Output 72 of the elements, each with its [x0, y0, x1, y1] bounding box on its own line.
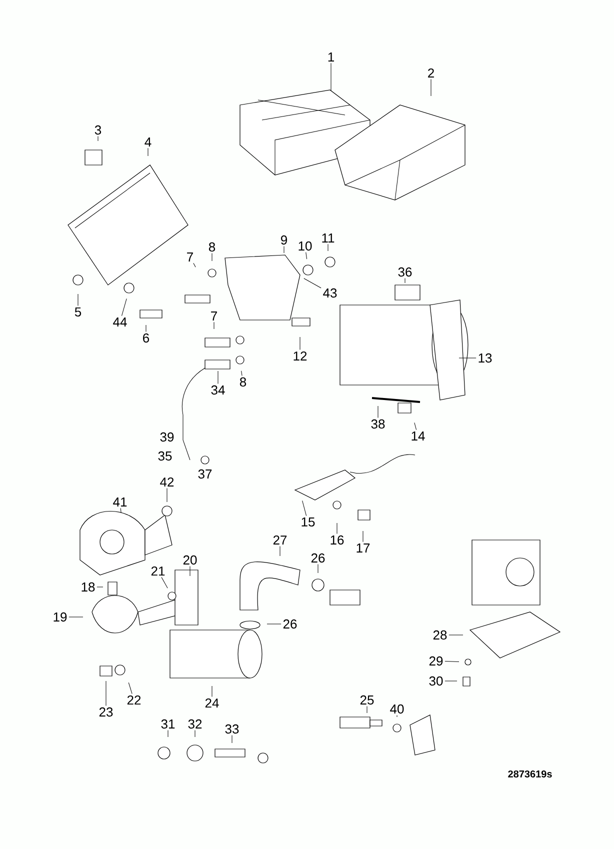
- callout-number: 38: [371, 419, 385, 429]
- callout-number: 34: [211, 385, 225, 395]
- callout-number: 26: [283, 619, 297, 629]
- callout-number: 5: [74, 307, 82, 317]
- leader-line: [194, 730, 196, 738]
- callout-number: 22: [127, 695, 141, 705]
- leader-line: [302, 500, 307, 516]
- leader-line: [330, 62, 332, 92]
- callout-number: 7: [187, 252, 193, 262]
- leader-line: [414, 422, 417, 430]
- callout-number: 4: [144, 138, 152, 146]
- callout-number: 11: [322, 234, 334, 242]
- leader-line: [122, 298, 127, 316]
- callout-number: 8: [240, 377, 246, 387]
- callout-number: 10: [298, 241, 312, 251]
- leader-line: [304, 278, 322, 288]
- leader-line: [241, 370, 242, 376]
- leader-line: [306, 252, 308, 260]
- callout-number: 8: [208, 242, 216, 252]
- callout-number: 37: [198, 469, 212, 479]
- leader-line: [444, 680, 458, 682]
- callout-number: 21: [151, 566, 165, 576]
- callout-number: 40: [390, 704, 404, 714]
- callout-number: 24: [205, 698, 219, 708]
- callout-number: 1: [328, 52, 334, 62]
- callout-number: 42: [160, 477, 174, 487]
- callout-number: 6: [143, 333, 150, 343]
- callout-number: 29: [429, 656, 443, 666]
- callout-number: 15: [302, 517, 315, 527]
- callout-number: 12: [294, 351, 307, 361]
- callout-number: 19: [54, 612, 67, 622]
- callout-number: 13: [478, 353, 492, 363]
- callout-number: 31: [161, 719, 175, 729]
- callout-number: 17: [356, 544, 370, 552]
- callout-number: 43: [323, 288, 337, 298]
- leader-line: [448, 634, 464, 636]
- callout-number: 7: [211, 312, 217, 320]
- callout-number: 23: [99, 707, 113, 717]
- callout-number: 25: [360, 695, 374, 705]
- callout-number: 9: [281, 235, 287, 245]
- leader-line: [362, 530, 364, 542]
- callout-number: 16: [330, 535, 344, 545]
- callout-number: 28: [433, 630, 447, 640]
- callout-number: 32: [188, 719, 202, 729]
- leader-line: [404, 278, 406, 284]
- callout-number: 27: [273, 535, 287, 545]
- leader-line: [166, 488, 168, 502]
- leader-line: [193, 262, 196, 268]
- leader-line: [128, 682, 132, 694]
- callout-number: 3: [94, 125, 102, 135]
- leader-line: [96, 586, 104, 588]
- callout-number: 44: [113, 318, 127, 326]
- callout-number: 36: [398, 267, 412, 277]
- leader-line: [68, 616, 84, 618]
- drawing-number: 2873619s: [508, 770, 552, 778]
- leader-line: [120, 508, 122, 514]
- leader-line: [396, 715, 398, 718]
- callout-number: 41: [113, 498, 127, 506]
- callout-number: 20: [183, 555, 197, 565]
- callout-number: 26: [311, 553, 325, 563]
- leader-line: [161, 576, 168, 588]
- leader-line: [444, 661, 460, 662]
- leader-line: [336, 522, 338, 534]
- leader-line: [430, 78, 432, 96]
- callout-number: 30: [429, 676, 443, 686]
- leader-line: [366, 706, 368, 714]
- callout-number: 2: [428, 68, 434, 78]
- callout-number: 14: [412, 432, 425, 440]
- callout-number: 18: [82, 582, 95, 592]
- callout-number: 39: [160, 432, 174, 442]
- callout-number: 35: [158, 451, 172, 461]
- callout-number: 33: [225, 724, 239, 734]
